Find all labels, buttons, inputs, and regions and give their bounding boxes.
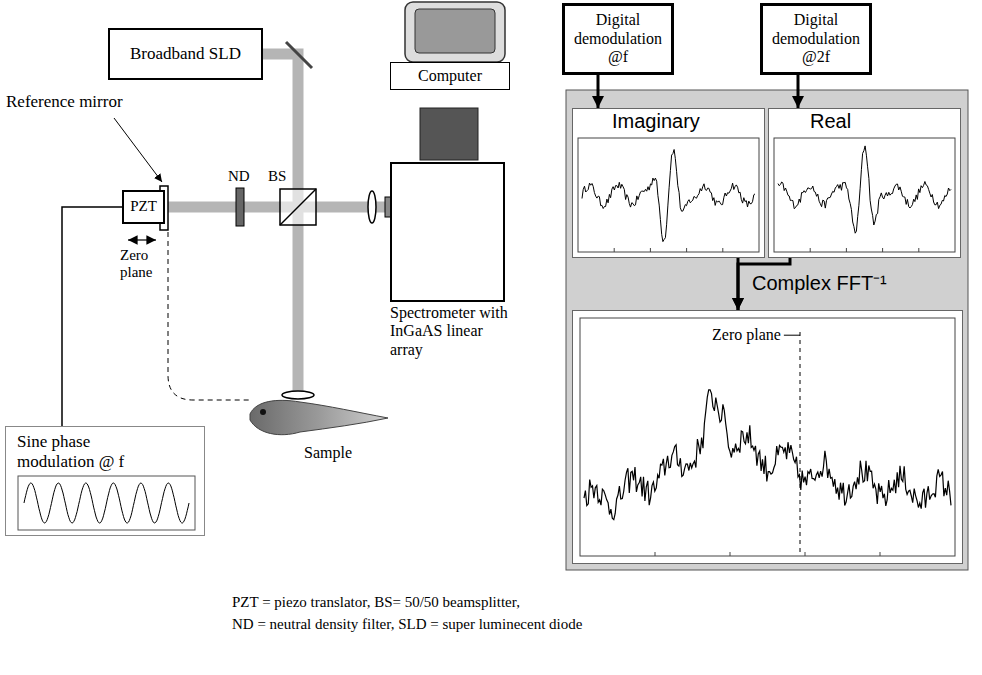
part-label: Sample — [304, 444, 352, 462]
zero-plane-line — [800, 332, 801, 554]
sine-plot-frame — [18, 476, 195, 530]
beamsplitter-cube — [280, 189, 316, 225]
plot-box: Imaginary — [572, 108, 765, 258]
axis-tick — [722, 248, 723, 252]
connector — [597, 75, 600, 108]
monitor — [405, 2, 505, 62]
plot-box: Real — [768, 108, 961, 258]
part-label: Reference mirror — [6, 92, 123, 112]
axis-tick — [730, 552, 731, 556]
plot-ground — [768, 108, 961, 258]
axis-tick — [686, 248, 687, 252]
axis-tick — [805, 552, 806, 556]
monitor-screen — [415, 9, 495, 53]
connector — [62, 207, 122, 426]
leader-line — [784, 335, 800, 336]
plot-frame — [578, 138, 759, 252]
edge-label: Complex FFT⁻¹ — [752, 269, 887, 296]
nd-filter — [236, 188, 244, 226]
part-label: BS — [268, 168, 286, 185]
demodulation-panel — [566, 90, 968, 570]
part-label: Zero plane — [120, 247, 164, 280]
node-text: Real — [810, 110, 851, 133]
plot-ground — [572, 310, 963, 564]
fish-eye — [260, 409, 266, 415]
plot-box: Zero plane — [572, 310, 963, 564]
signal-trace — [582, 150, 755, 242]
plot-frame — [774, 138, 955, 252]
node-text: Sine phase modulation @ f — [17, 432, 137, 471]
leader-line — [114, 118, 162, 182]
node-text: Imaginary — [612, 110, 700, 133]
modulation-panel: Sine phase modulation @ f — [5, 426, 205, 536]
part-label: ND — [228, 168, 250, 185]
signal-trace — [778, 146, 951, 233]
sine-wave — [24, 483, 189, 523]
node-text: Digital demodulation @f — [569, 11, 667, 66]
source-box: Broadband SLD — [108, 28, 263, 80]
node-text: PZT — [130, 198, 157, 215]
zero-plane-line — [168, 232, 250, 400]
fft-trace — [584, 390, 951, 520]
spectrometer-box: Spectrometer with InGaAS linear array — [390, 162, 505, 302]
plot-frame — [580, 318, 955, 556]
motion-arrow — [128, 239, 156, 240]
node-text: Spectrometer with InGaAS linear array — [390, 304, 518, 359]
node-text: Digital demodulation @2f — [767, 11, 865, 66]
demodulation-box: Digital demodulation @2f — [760, 3, 872, 75]
node-text: Broadband SLD — [130, 44, 241, 64]
connector — [797, 75, 800, 108]
axis-tick — [810, 248, 811, 252]
axis-tick — [846, 248, 847, 252]
camera-array — [420, 108, 478, 160]
fold-mirror — [286, 42, 312, 68]
axis-tick — [918, 248, 919, 252]
axis-tick — [882, 248, 883, 252]
axis-tick — [655, 552, 656, 556]
beamsplitter-diagonal — [280, 189, 316, 225]
node-text: Computer — [418, 67, 482, 85]
legend-note: ND = neutral density filter, SLD = super… — [232, 616, 582, 633]
lens — [368, 191, 376, 223]
demodulation-box: Digital demodulation @f — [562, 3, 674, 75]
light-beam — [168, 202, 390, 213]
node-text: Zero plane — [712, 326, 781, 344]
lens — [282, 391, 314, 399]
axis-tick — [650, 248, 651, 252]
computer-box: Computer — [390, 62, 510, 90]
legend-note: PZT = piezo translator, BS= 50/50 beamsp… — [232, 594, 520, 611]
pzt-box: PZT — [122, 190, 165, 224]
plot-ground — [572, 108, 765, 258]
sample-fish — [250, 400, 388, 434]
axis-tick — [614, 248, 615, 252]
axis-tick — [880, 552, 881, 556]
